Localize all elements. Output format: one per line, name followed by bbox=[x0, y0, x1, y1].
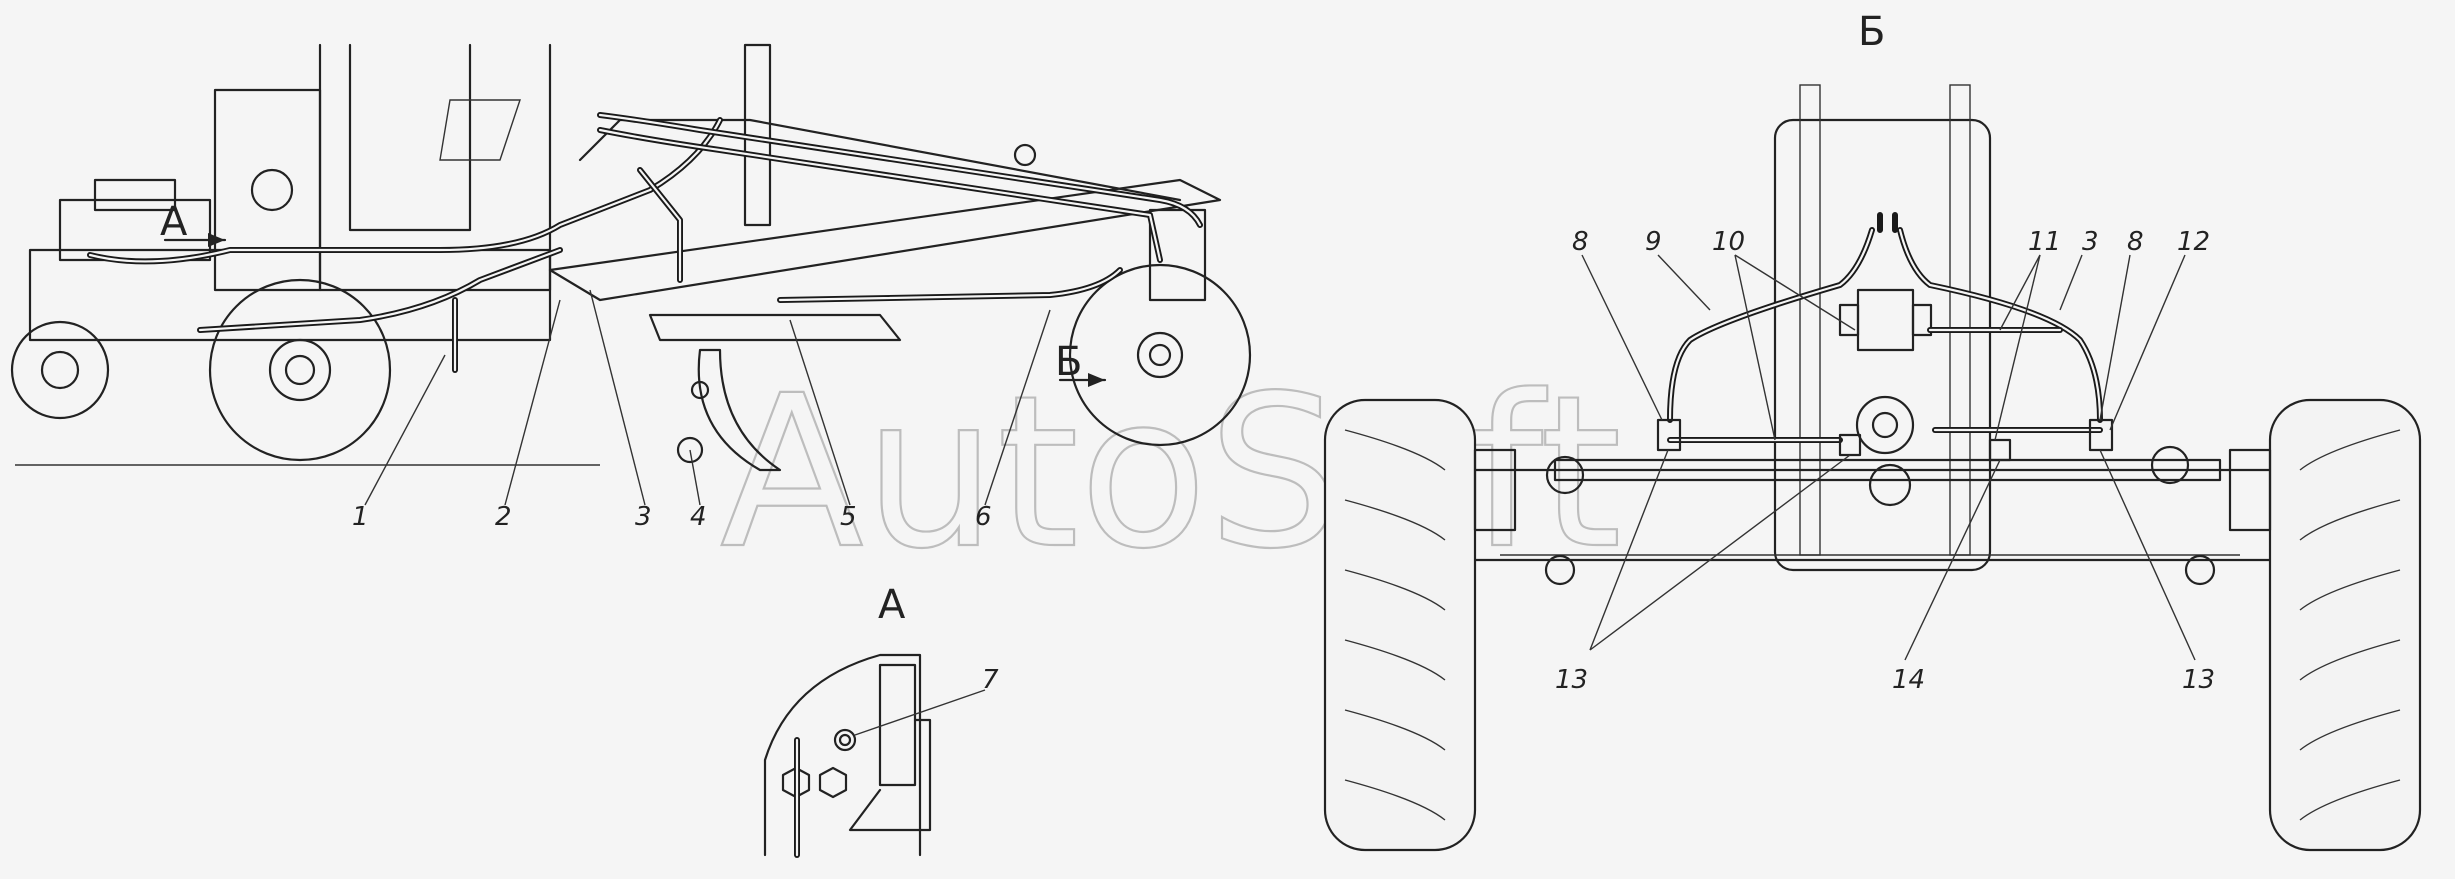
callout-6: 6 bbox=[975, 502, 992, 532]
pivot-bolt-1 bbox=[1868, 463, 1912, 507]
callout-2: 2 bbox=[495, 502, 512, 532]
rear-wheel-1 bbox=[10, 320, 110, 420]
callout-9: 9 bbox=[1645, 227, 1662, 257]
view-a-bracket bbox=[848, 718, 932, 832]
view-b-leaders bbox=[1581, 254, 2196, 661]
view-b-hoses bbox=[1656, 212, 2114, 462]
callout-12: 12 bbox=[2177, 227, 2210, 257]
front-wheel bbox=[1068, 263, 1252, 447]
moldboard-blade bbox=[697, 348, 782, 472]
view-b-indicator: Б bbox=[1055, 339, 1107, 387]
knuckle-right bbox=[2150, 445, 2190, 485]
hydraulic-tank bbox=[213, 88, 322, 292]
callout-10: 10 bbox=[1712, 227, 1745, 257]
callout-13-right: 13 bbox=[2182, 665, 2215, 695]
right-tire-tread bbox=[2299, 429, 2401, 821]
cab-window bbox=[348, 43, 472, 232]
hose-9 bbox=[1667, 227, 1875, 423]
fitting-8-left bbox=[1656, 418, 1682, 452]
view-a-detail: А bbox=[763, 582, 986, 858]
hood-post-right bbox=[1949, 84, 1971, 556]
view-a-indicator: А bbox=[160, 199, 227, 247]
callout-13-left: 13 bbox=[1555, 665, 1588, 695]
callout-3-view-b: 3 bbox=[2082, 227, 2099, 257]
frame-top-line bbox=[578, 118, 1182, 202]
fitting-8-right bbox=[2088, 418, 2114, 452]
axle-pivot bbox=[1855, 395, 1915, 455]
rear-wheel-2-axle bbox=[284, 354, 316, 386]
front-wheel-axle bbox=[1148, 343, 1172, 367]
callout-11: 11 bbox=[2028, 227, 2061, 257]
engine-top bbox=[93, 178, 177, 212]
cab-seat bbox=[439, 99, 521, 161]
watermark: AutoSoft bbox=[720, 350, 1622, 595]
distributor-block bbox=[1856, 288, 1915, 352]
callout-7: 7 bbox=[982, 665, 999, 695]
callout-8-left: 8 bbox=[1572, 227, 1589, 257]
side-view-leaders bbox=[364, 289, 1051, 506]
right-tire bbox=[2268, 398, 2422, 852]
callout-8-right: 8 bbox=[2127, 227, 2144, 257]
rear-wheel-2 bbox=[208, 278, 392, 462]
hose-top bbox=[1877, 212, 1898, 233]
blade-pivot bbox=[676, 436, 704, 464]
blade-pin bbox=[690, 380, 710, 400]
hood-outline bbox=[1773, 118, 1992, 572]
callout-5: 5 bbox=[840, 502, 857, 532]
view-a-title: А bbox=[878, 582, 906, 628]
view-b-arrow-label: Б bbox=[1055, 339, 1082, 385]
view-a-valve-body bbox=[878, 663, 917, 787]
view-b-title: Б bbox=[1858, 9, 1885, 55]
right-hub-bracket bbox=[2228, 448, 2272, 532]
front-axle-bracket bbox=[1148, 208, 1207, 302]
blade-circle bbox=[648, 313, 902, 342]
front-drawbar-beam bbox=[548, 178, 1222, 302]
cab-body bbox=[318, 43, 552, 292]
tank-cap bbox=[250, 168, 294, 212]
callout-1: 1 bbox=[352, 502, 369, 532]
view-b-front: Б bbox=[1323, 9, 2422, 852]
view-a-housing bbox=[763, 653, 922, 857]
hose-side-5 bbox=[777, 267, 1123, 303]
callout-3: 3 bbox=[635, 502, 652, 532]
rear-wheel-1-hub bbox=[40, 350, 80, 390]
left-tire-tread bbox=[1344, 429, 1446, 821]
callout-4: 4 bbox=[690, 502, 707, 532]
front-lift-eye bbox=[1013, 143, 1037, 167]
fitting-14 bbox=[1988, 438, 2012, 462]
left-tire bbox=[1323, 398, 1477, 852]
callout-14: 14 bbox=[1892, 665, 1925, 695]
fitting-center-left bbox=[1838, 433, 1862, 457]
view-a-nut-2 bbox=[818, 766, 848, 799]
left-hub-bracket bbox=[1473, 448, 1517, 532]
view-a-arrow-label: А bbox=[160, 199, 188, 245]
front-wheel-hub bbox=[1136, 331, 1184, 379]
knuckle-left bbox=[1545, 455, 1585, 495]
side-view-hoses bbox=[87, 112, 1203, 373]
view-a-fitting bbox=[833, 728, 857, 752]
rear-wheel-2-hub bbox=[268, 338, 332, 402]
